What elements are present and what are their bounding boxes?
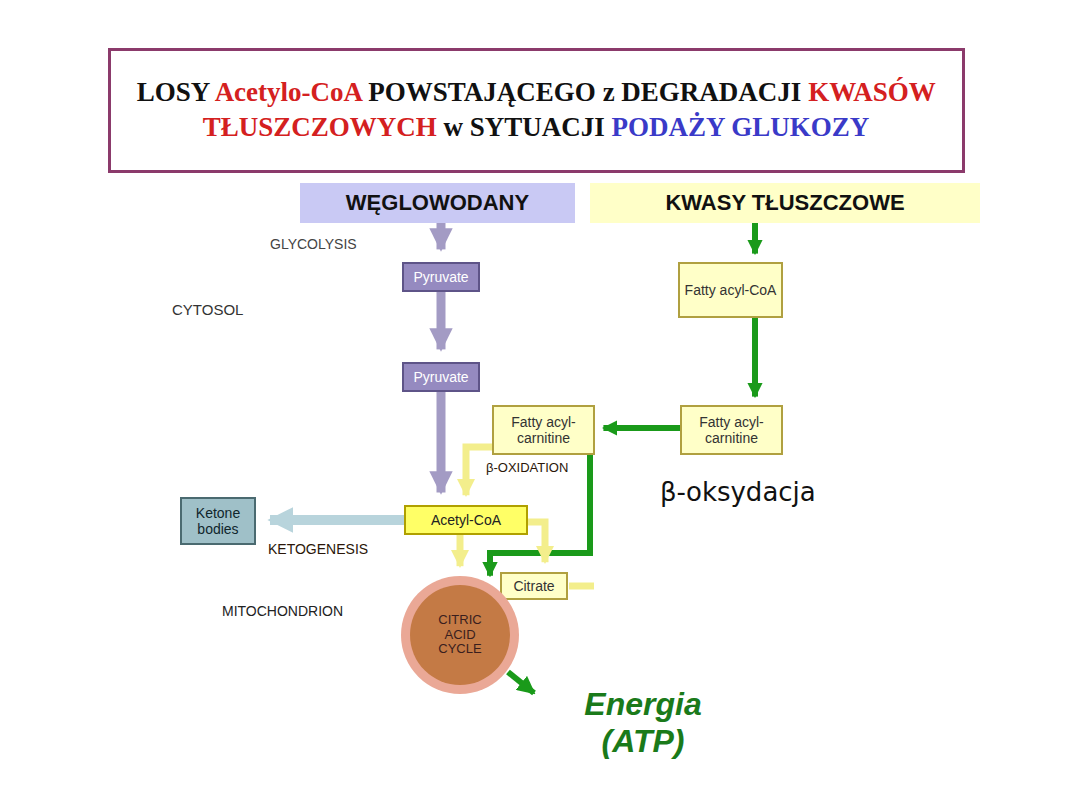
- title-word: PODAŻY: [612, 112, 725, 142]
- ring-outer: [401, 576, 519, 694]
- region-label: MITOCHONDRION: [222, 603, 343, 619]
- metabolite-box: Citrate: [500, 572, 568, 600]
- metabolite-box: Fatty acyl-CoA: [678, 262, 783, 318]
- title-word: DEGRADACJI: [621, 77, 801, 107]
- source-box: WĘGLOWODANY: [300, 183, 575, 223]
- title-word: z: [603, 77, 615, 107]
- title-word: w: [444, 112, 464, 142]
- mitochondrion-outline: [140, 325, 605, 795]
- pathway-arrow: [752, 318, 758, 397]
- crista: [180, 430, 218, 488]
- source-box: KWASY TŁUSZCZOWE: [590, 183, 980, 223]
- energy-label: Energia (ATP): [548, 686, 738, 760]
- title-word: LOSY: [137, 77, 210, 107]
- node-text: Fatty acyl-carnitine: [686, 414, 777, 446]
- title-text: LOSY Acetylo-CoA POWSTAJĄCEGO z DEGRADAC…: [119, 75, 954, 145]
- pathway-arrow: [528, 522, 545, 562]
- title-word: KWASÓW: [808, 77, 935, 107]
- crista: [165, 600, 198, 660]
- pathway-arrow: [437, 223, 446, 249]
- title-word: SYTUACJI: [470, 112, 605, 142]
- title-word: Acetylo-CoA: [215, 77, 362, 107]
- process-label: GLYCOLYSIS: [270, 236, 357, 252]
- node-text: KWASY TŁUSZCZOWE: [665, 190, 904, 215]
- metabolite-box: Acetyl-CoA: [404, 505, 528, 535]
- metabolite-box: Fatty acyl-carnitine: [492, 405, 595, 455]
- cycle-label: CITRIC ACID CYCLE: [425, 613, 495, 658]
- title-frame: [110, 50, 964, 172]
- crista: [300, 747, 360, 780]
- cycle-circle: CITRIC ACID CYCLE: [400, 575, 520, 695]
- outer-membrane: [147, 332, 600, 790]
- pathway-arrow: [752, 223, 758, 254]
- crista: [405, 754, 455, 780]
- crista: [210, 395, 250, 455]
- node-text: Citrate: [513, 578, 554, 594]
- pathway-arrow: [437, 292, 446, 349]
- pathway-arrow: [603, 425, 680, 431]
- title-box: LOSY Acetylo-CoA POWSTAJĄCEGO z DEGRADAC…: [112, 52, 960, 168]
- title-word: TŁUSZCZOWYCH: [203, 112, 437, 142]
- mitochondrion-region: MITOCHONDRION PyruvateFatty acyl-carnitin…: [140, 325, 605, 795]
- pathway-arrow: [437, 392, 446, 492]
- process-label: β-OXIDATION: [486, 461, 568, 476]
- ring-inner: [410, 585, 510, 685]
- metabolite-box: Fatty acyl-carnitine: [680, 405, 783, 455]
- pathway-arrow: [457, 535, 464, 566]
- node-text: Pyruvate: [413, 369, 468, 385]
- energy-arrow: [508, 672, 534, 693]
- title-word: GLUKOZY: [731, 112, 869, 142]
- node-text: WĘGLOWODANY: [346, 190, 529, 215]
- process-label: KETOGENESIS: [268, 541, 368, 557]
- node-text: Acetyl-CoA: [431, 512, 501, 528]
- metabolite-box: Ketone bodies: [180, 497, 256, 545]
- title-word: POWSTAJĄCEGO: [368, 77, 596, 107]
- node-text: Ketone bodies: [186, 505, 250, 537]
- node-text: Fatty acyl-CoA: [685, 282, 777, 298]
- pathway-arrow: [270, 515, 404, 525]
- compartment-label: CYTOSOL: [172, 301, 243, 318]
- citrate-exit-line: [569, 583, 594, 590]
- node-text: Pyruvate: [413, 269, 468, 285]
- metabolite-box: Pyruvate: [402, 262, 480, 292]
- metabolite-box: Pyruvate: [402, 362, 480, 392]
- process-label: β-oksydacja: [660, 478, 816, 508]
- node-text: Fatty acyl-carnitine: [498, 414, 589, 446]
